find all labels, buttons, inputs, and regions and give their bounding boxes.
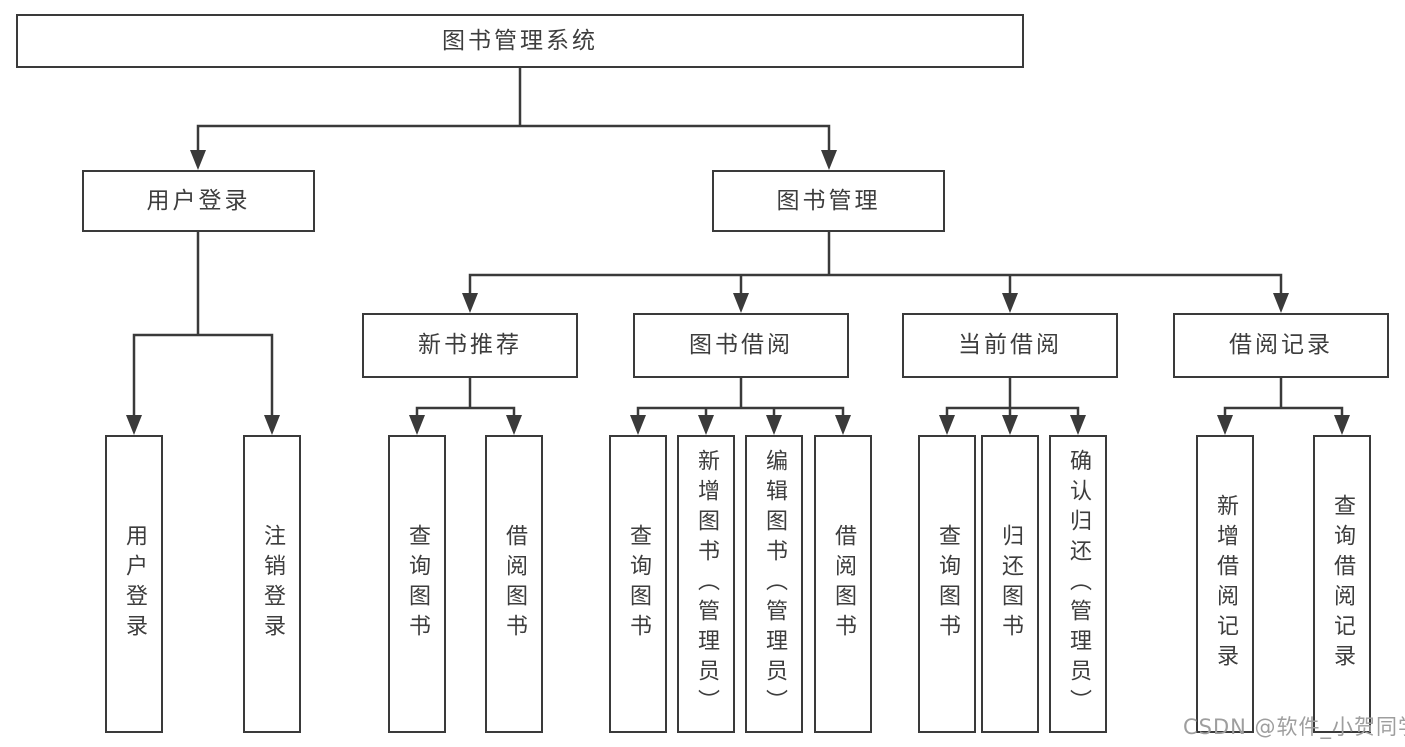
leaf-label: 查询图书 xyxy=(935,524,960,644)
leaf-add-book-admin: 新增图书（管理员） xyxy=(677,435,735,733)
leaf-label: 新增图书（管理员） xyxy=(694,449,719,719)
leaf-query-borrow-record: 查询借阅记录 xyxy=(1313,435,1371,733)
watermark-text: CSDN @软件_小贺同学 xyxy=(1183,715,1405,739)
leaf-edit-book-admin: 编辑图书（管理员） xyxy=(745,435,803,733)
leaf-query-books-borrow: 查询图书 xyxy=(609,435,667,733)
leaf-label: 借阅图书 xyxy=(502,524,527,644)
leaf-borrow-books: 借阅图书 xyxy=(814,435,872,733)
leaf-label: 查询图书 xyxy=(405,524,430,644)
node-label: 当前借阅 xyxy=(958,332,1062,358)
leaf-add-borrow-record: 新增借阅记录 xyxy=(1196,435,1254,733)
node-label: 图书借阅 xyxy=(689,332,793,358)
leaf-label: 用户登录 xyxy=(122,524,147,644)
leaf-query-books-recommend: 查询图书 xyxy=(388,435,446,733)
leaf-label: 新增借阅记录 xyxy=(1213,494,1238,674)
leaf-query-books-current: 查询图书 xyxy=(918,435,976,733)
leaf-return-book: 归还图书 xyxy=(981,435,1039,733)
node-current-borrow: 当前借阅 xyxy=(902,313,1118,378)
node-label: 图书管理系统 xyxy=(442,27,598,54)
node-label: 图书管理 xyxy=(776,187,881,214)
node-label: 借阅记录 xyxy=(1229,332,1333,358)
node-label: 新书推荐 xyxy=(418,332,522,358)
node-root-system: 图书管理系统 xyxy=(16,14,1024,68)
leaf-confirm-return-admin: 确认归还（管理员） xyxy=(1049,435,1107,733)
leaf-logout: 注销登录 xyxy=(243,435,301,733)
leaf-label: 注销登录 xyxy=(260,524,285,644)
leaf-label: 编辑图书（管理员） xyxy=(762,449,787,719)
leaf-label: 查询图书 xyxy=(626,524,651,644)
node-borrow-record: 借阅记录 xyxy=(1173,313,1389,378)
node-new-book-recommend: 新书推荐 xyxy=(362,313,578,378)
leaf-borrow-books-recommend: 借阅图书 xyxy=(485,435,543,733)
node-book-borrow: 图书借阅 xyxy=(633,313,849,378)
node-book-management: 图书管理 xyxy=(712,170,945,232)
leaf-label: 归还图书 xyxy=(998,524,1023,644)
node-user-login: 用户登录 xyxy=(82,170,315,232)
leaf-label: 确认归还（管理员） xyxy=(1066,449,1091,719)
node-label: 用户登录 xyxy=(146,187,251,214)
leaf-user-login: 用户登录 xyxy=(105,435,163,733)
leaf-label: 查询借阅记录 xyxy=(1330,494,1355,674)
leaf-label: 借阅图书 xyxy=(831,524,856,644)
